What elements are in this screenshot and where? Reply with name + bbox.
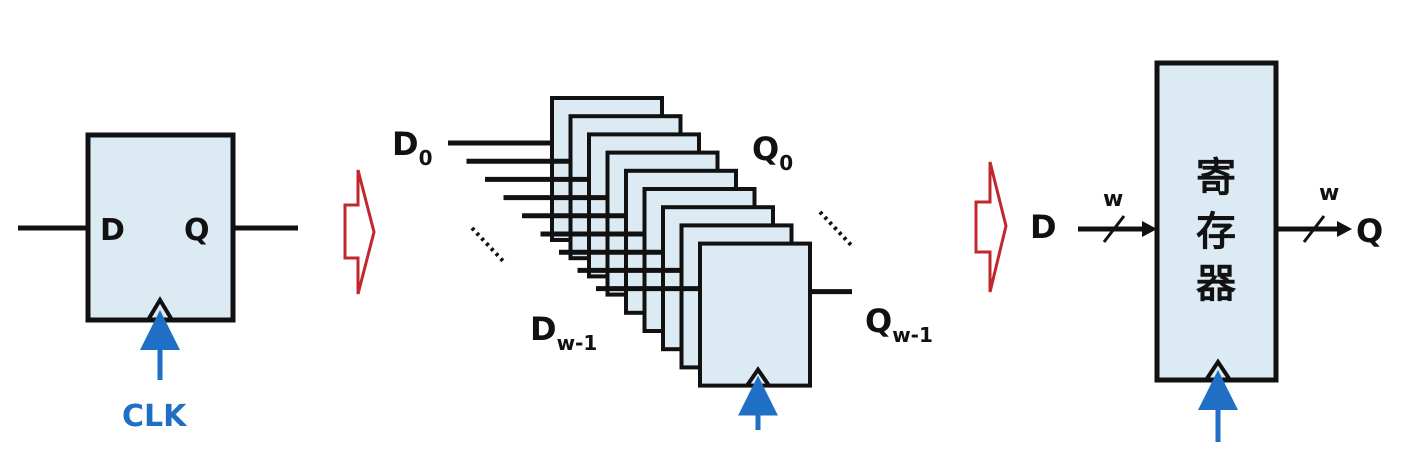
register-block: D w 寄 存 器 w Q: [1030, 60, 1383, 442]
width-slash-out: [1302, 215, 1326, 243]
clk-label: CLK: [122, 399, 188, 434]
register-q-label: Q: [1356, 212, 1383, 250]
qw-label: Qw-1: [865, 302, 933, 347]
q0-label: Q0: [752, 130, 793, 175]
width-label-out: w: [1319, 181, 1339, 206]
q-label: Q: [184, 213, 210, 248]
output-ellipsis: [818, 210, 854, 248]
d0-label: D0: [392, 125, 432, 170]
d-label: D: [100, 213, 125, 248]
flipflop-box: [698, 241, 812, 388]
register-input-arrowhead: [1142, 221, 1157, 237]
flipflop-layer: [596, 241, 852, 430]
register-name-char-1: 寄: [1196, 155, 1236, 201]
register-name-char-3: 器: [1196, 261, 1237, 307]
width-label-in: w: [1103, 187, 1123, 212]
flipflop-stack: [448, 96, 852, 430]
register-output-arrowhead: [1337, 221, 1352, 237]
single-flipflop: D Q CLK: [18, 132, 298, 434]
register-d-label: D: [1030, 208, 1057, 246]
register-box: [1154, 60, 1279, 383]
width-slash-in: [1102, 215, 1126, 243]
dw-label: Dw-1: [530, 310, 597, 355]
transform-arrow-1: [343, 169, 376, 295]
input-ellipsis: [470, 226, 506, 264]
array-labels: D0 Q0 Dw-1 Qw-1: [392, 125, 933, 355]
transform-arrow-2: [974, 161, 1008, 293]
register-name-char-2: 存: [1196, 209, 1236, 255]
